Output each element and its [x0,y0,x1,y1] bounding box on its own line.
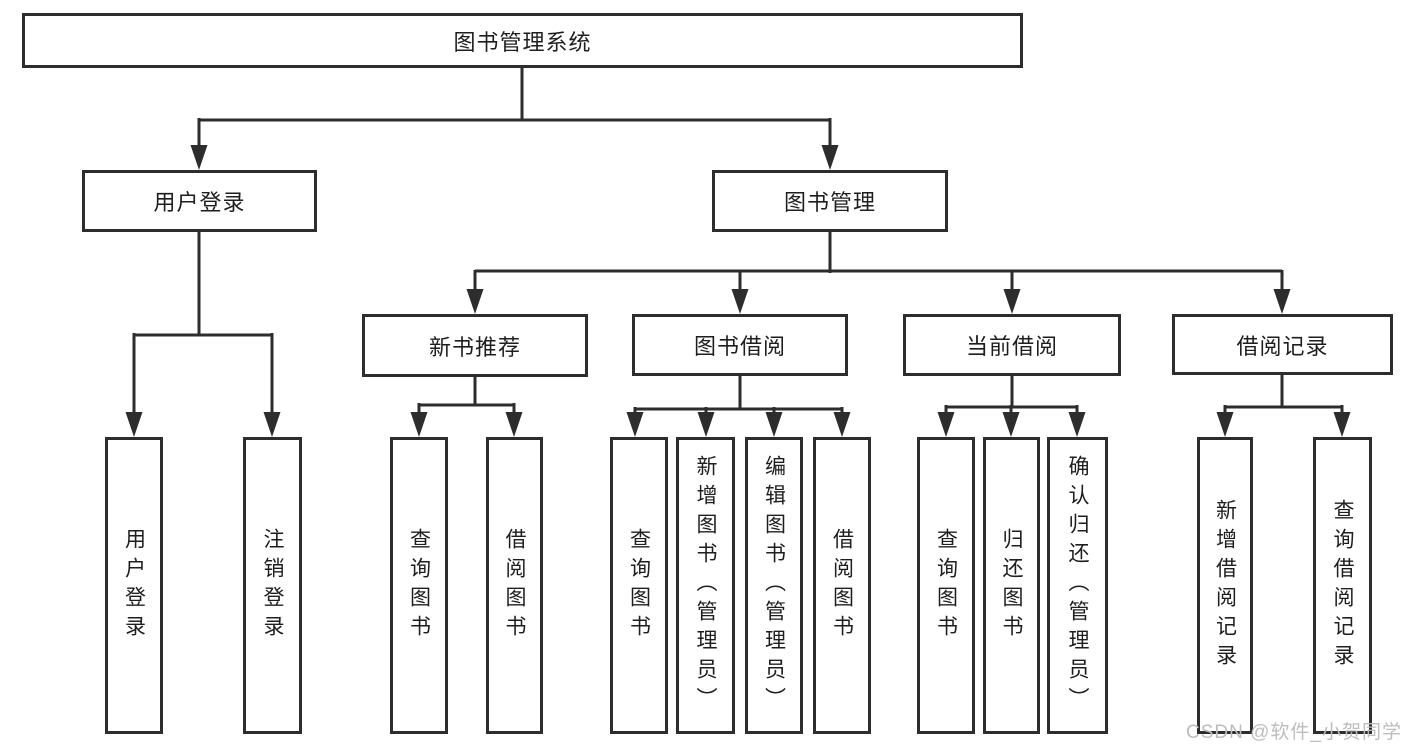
arrow-down-icon [765,412,783,437]
leaf-label: 查询借阅记录 [1331,498,1354,673]
leaf-add-borrow-record: 新增借阅记录 [1197,437,1253,734]
leaf-label: 归还图书 [1000,527,1023,644]
leaf-label: 借阅图书 [503,527,526,644]
leaf-label: 借阅图书 [830,527,854,644]
node-book-management: 图书管理 [712,170,948,232]
leaf-borrow-books-recommend: 借阅图书 [486,437,543,734]
leaf-user-login: 用户登录 [105,437,163,734]
arrow-down-icon [466,289,484,314]
arrow-down-icon [1333,412,1351,437]
arrow-down-icon [697,412,715,437]
leaf-label: 查询图书 [407,527,431,644]
leaf-label: 编辑图书（管理员） [762,455,786,716]
leaf-label: 查询图书 [627,527,651,644]
leaf-query-books-recommend: 查询图书 [390,437,448,734]
arrow-down-icon [1216,412,1234,437]
csdn-watermark: CSDN @软件_小贺同学 [1186,722,1402,743]
node-root: 图书管理系统 [22,13,1023,68]
leaf-label: 新增图书（管理员） [694,455,717,716]
node-new-book-recommend: 新书推荐 [362,314,588,377]
leaf-label: 用户登录 [122,527,146,644]
arrow-down-icon [821,145,839,170]
node-book-borrow: 图书借阅 [632,314,848,376]
leaf-query-books-current: 查询图书 [917,437,975,734]
leaf-query-borrow-record: 查询借阅记录 [1313,437,1372,734]
arrow-down-icon [937,412,955,437]
leaf-logout: 注销登录 [243,437,302,734]
arrow-down-icon [1003,289,1021,314]
arrow-down-icon [833,412,851,437]
leaf-label: 查询图书 [934,527,958,644]
leaf-edit-books-admin: 编辑图书（管理员） [745,437,803,734]
leaf-add-books-admin: 新增图书（管理员） [676,437,735,734]
leaf-borrow-books: 借阅图书 [813,437,871,734]
arrow-down-icon [731,289,749,314]
leaf-query-books-borrow: 查询图书 [610,437,668,734]
arrow-down-icon [1068,412,1086,437]
arrow-down-icon [1273,289,1291,314]
node-borrow-records: 借阅记录 [1172,314,1393,375]
arrow-down-icon [263,412,281,437]
node-current-borrow: 当前借阅 [903,314,1121,376]
arrow-down-icon [190,145,208,170]
arrow-down-icon [410,412,428,437]
arrow-down-icon [626,412,644,437]
leaf-label: 新增借阅记录 [1213,498,1237,673]
leaf-return-books: 归还图书 [983,437,1040,734]
arrow-down-icon [125,412,143,437]
arrow-down-icon [1002,412,1020,437]
leaf-confirm-return-admin: 确认归还（管理员） [1047,437,1108,734]
leaf-label: 注销登录 [261,527,284,644]
leaf-label: 确认归还（管理员） [1066,455,1089,716]
arrow-down-icon [505,412,523,437]
node-user-login: 用户登录 [82,170,317,232]
